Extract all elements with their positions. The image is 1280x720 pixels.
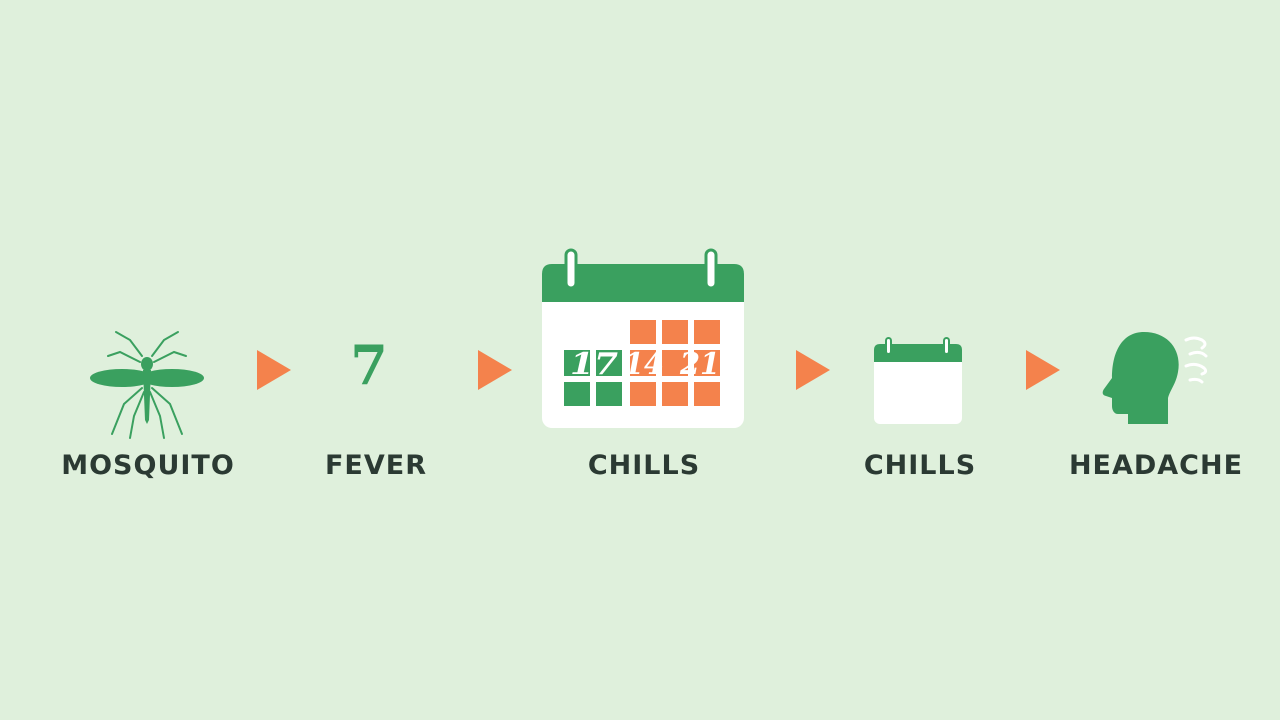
step-label-mosquito: MOSQUITO <box>61 450 235 481</box>
calendar-icon: 17 14 21 <box>542 248 744 428</box>
play-arrow-icon <box>796 350 830 390</box>
mosquito-icon <box>90 331 204 439</box>
calendar-number-3: 21 <box>679 347 720 382</box>
step-label-headache: HEADACHE <box>1068 450 1244 481</box>
head-profile-icon <box>1102 332 1208 424</box>
play-arrow-icon <box>257 350 291 390</box>
play-arrow-icon <box>478 350 512 390</box>
step-label-chills-2: CHILLS <box>863 450 977 481</box>
calendar-number-1: 17 <box>570 347 618 382</box>
small-calendar-icon <box>874 337 962 424</box>
calendar-number-2: 14 <box>624 347 664 382</box>
play-arrow-icon <box>1026 350 1060 390</box>
step-label-fever: FEVER <box>324 450 428 481</box>
step-label-chills-1: CHILLS <box>587 450 701 481</box>
fever-number: 7 <box>350 333 388 397</box>
